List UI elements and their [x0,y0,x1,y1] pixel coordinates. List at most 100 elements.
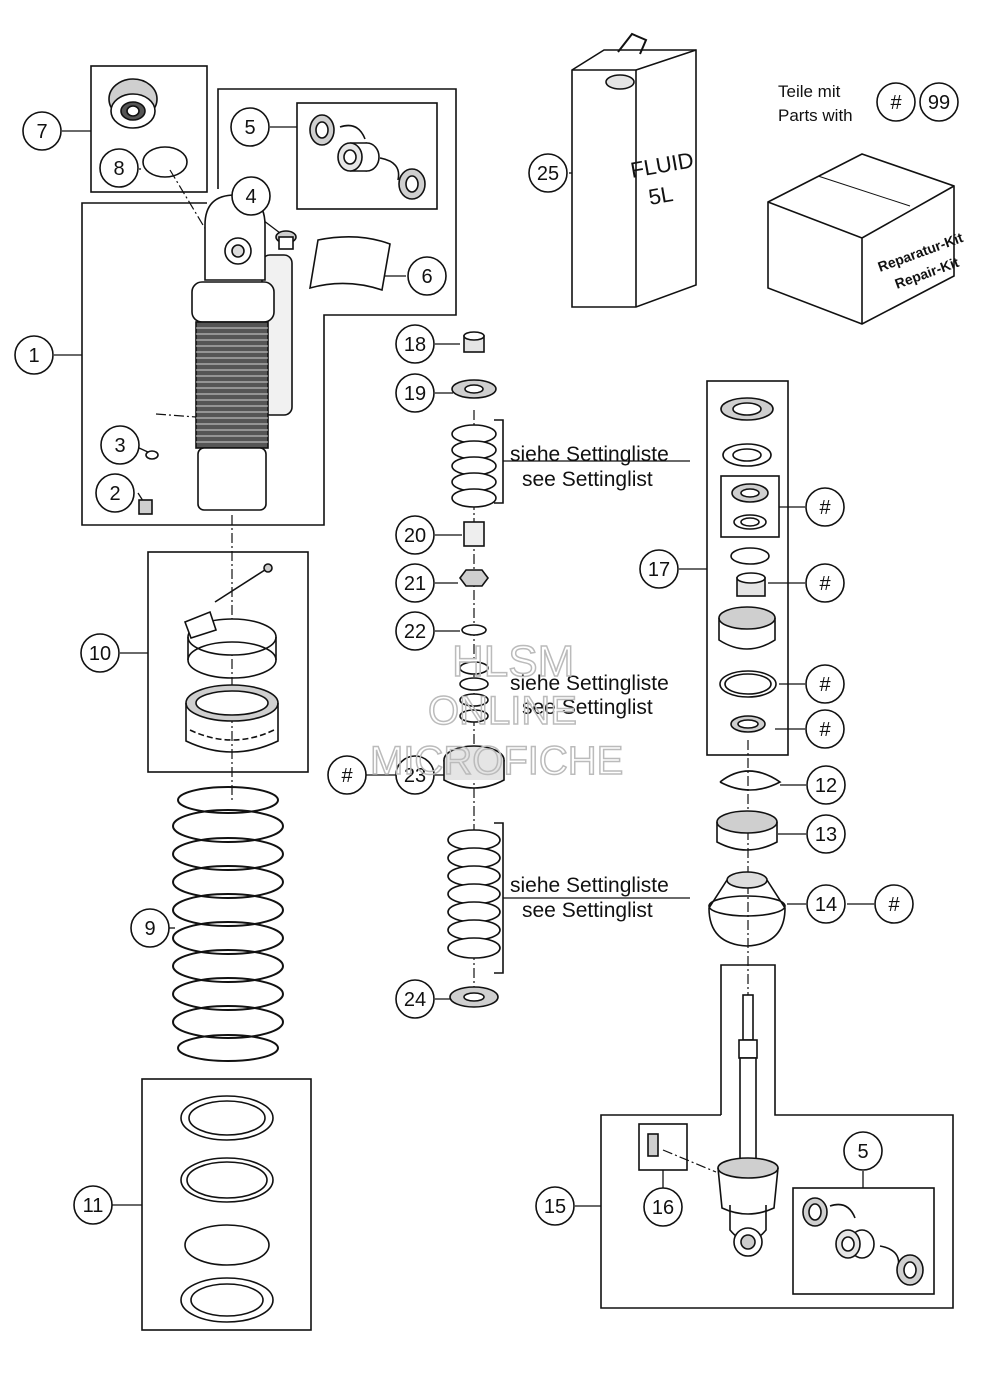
svg-text:17: 17 [648,559,670,581]
callout-24[interactable]: 24 [395,979,435,1019]
part-9-spring [172,786,284,1062]
callout-4[interactable]: 4 [231,176,271,216]
svg-text:3: 3 [114,435,125,457]
callout-25[interactable]: 25 [528,153,568,193]
callout-16[interactable]: 16 [643,1187,683,1227]
callout-21[interactable]: 21 [395,563,435,603]
watermark-line1: HLSM [452,637,574,686]
callout-19[interactable]: 19 [395,373,435,413]
hash-callouts: # # # # # # # [327,82,916,924]
callout-12[interactable]: 12 [806,765,846,805]
svg-text:1: 1 [28,345,39,367]
part-3-washer [145,450,159,460]
callout-9[interactable]: 9 [130,908,170,948]
settings-note-2-de: siehe Settingliste [510,672,669,695]
callout-8[interactable]: 8 [99,148,139,188]
legend-line2: Parts with [778,106,853,125]
svg-text:15: 15 [544,1196,566,1218]
repair-kit-box: Reparatur-Kit Repair-Kit [767,153,965,325]
svg-text:5: 5 [857,1141,868,1163]
callouts: 7 8 5 4 6 1 3 2 10 9 11 25 18 19 20 21 2… [14,82,959,1227]
hash-callout-17a[interactable]: # [805,487,845,527]
part-15-piston-rod [717,994,779,1257]
part-2-screw [138,499,153,515]
svg-text:13: 13 [815,824,837,846]
callout-1[interactable]: 1 [14,335,54,375]
svg-text:#: # [888,894,900,916]
callout-10[interactable]: 10 [80,633,120,673]
part-17-seal-stack [718,397,777,733]
svg-text:25: 25 [537,163,559,185]
svg-text:#: # [819,674,831,696]
part-14-bump-stop [708,871,786,947]
watermark-line3: MICROFICHE [370,739,623,783]
legend-line1: Teile mit [778,82,841,101]
svg-text:22: 22 [404,621,426,643]
callout-11[interactable]: 11 [73,1185,113,1225]
callout-99[interactable]: 99 [919,82,959,122]
svg-text:#: # [890,92,902,114]
callout-13[interactable]: 13 [806,814,846,854]
callout-5-bottom[interactable]: 5 [843,1131,883,1171]
callout-6[interactable]: 6 [407,256,447,296]
watermark: HLSM ONLINE MICROFICHE [369,636,624,784]
hash-callout-23[interactable]: # [327,755,367,795]
svg-text:99: 99 [928,92,950,114]
svg-text:19: 19 [404,383,426,405]
part-5-seal-set-bottom [802,1197,924,1286]
callout-20[interactable]: 20 [395,515,435,555]
center-shim-stack [443,331,505,1008]
settings-note-3-de: siehe Settingliste [510,874,669,897]
svg-text:4: 4 [245,186,256,208]
watermark-line2: ONLINE [428,689,577,733]
hash-callout-17d[interactable]: # [805,709,845,749]
svg-text:#: # [819,497,831,519]
callout-14[interactable]: 14 [806,884,846,924]
callout-15[interactable]: 15 [535,1186,575,1226]
callout-17[interactable]: 17 [639,549,679,589]
callout-18[interactable]: 18 [395,324,435,364]
svg-text:8: 8 [113,158,124,180]
svg-text:#: # [819,573,831,595]
svg-text:6: 6 [421,266,432,288]
part-8-ring [142,146,188,178]
svg-text:24: 24 [404,989,426,1011]
part-11-shims [180,1095,274,1323]
svg-text:21: 21 [404,573,426,595]
svg-text:9: 9 [144,918,155,940]
hash-callout-17c[interactable]: # [805,664,845,704]
settings-note-1-en: see Settinglist [522,468,653,491]
legend: Teile mit Parts with [778,82,853,125]
svg-text:2: 2 [109,483,120,505]
part-16-valve [647,1133,659,1157]
svg-text:5: 5 [244,117,255,139]
callout-22[interactable]: 22 [395,611,435,651]
part-4-valve [275,230,297,250]
part-12-circlip [719,770,782,791]
svg-text:12: 12 [815,775,837,797]
settings-notes: siehe Settingliste see Settinglist siehe… [510,443,669,922]
callout-7[interactable]: 7 [22,111,62,151]
callout-23[interactable]: 23 [395,755,435,795]
callout-3[interactable]: 3 [100,425,140,465]
svg-text:7: 7 [36,121,47,143]
part-1-shock-absorber [191,194,293,511]
part-5-seal-set-top [309,114,426,200]
hash-callout-14[interactable]: # [874,884,914,924]
hash-callout-legend[interactable]: # [876,82,916,122]
svg-text:11: 11 [83,1195,104,1217]
svg-text:16: 16 [652,1197,674,1219]
fluid-can-label-line2: 5L [647,181,675,210]
leader-lines [54,126,874,1207]
svg-text:20: 20 [404,525,426,547]
part-13-collar [716,810,778,851]
settings-note-1-de: siehe Settingliste [510,443,669,466]
hash-callout-17b[interactable]: # [805,563,845,603]
callout-2[interactable]: 2 [95,473,135,513]
callout-5-top[interactable]: 5 [230,107,270,147]
svg-text:14: 14 [815,894,837,916]
svg-text:10: 10 [89,643,111,665]
svg-text:18: 18 [404,334,426,356]
settings-note-3-en: see Settinglist [522,899,653,922]
svg-text:#: # [341,765,353,787]
